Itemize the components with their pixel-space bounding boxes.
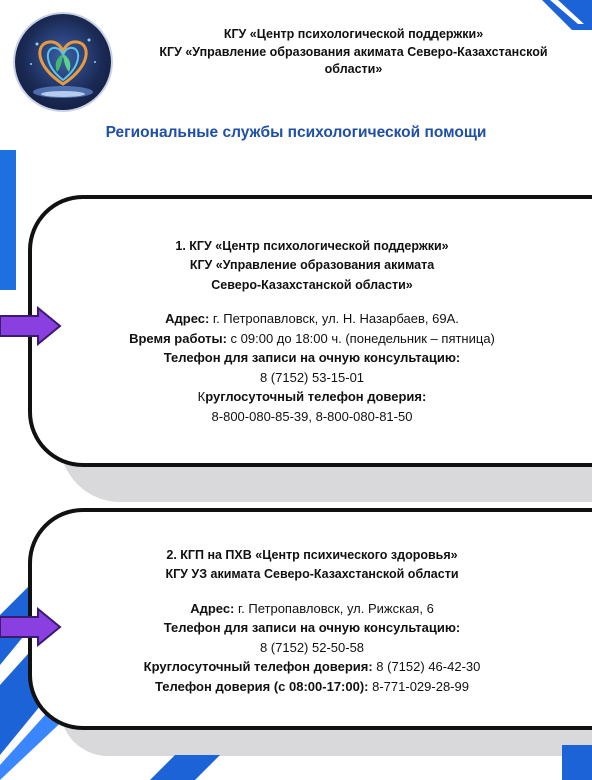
arrow-right-icon: [0, 607, 62, 647]
card-1-title-line-2: КГУ «Управление образования акимата: [189, 258, 435, 273]
address-label: Адрес:: [165, 311, 210, 327]
service-card-2: 2. КГП на ПХВ «Центр психического здоров…: [28, 508, 592, 730]
section-title: Региональные службы психологической помо…: [105, 124, 487, 141]
arrow-right-icon: [0, 306, 62, 346]
address-value: г. Петропавловск, ул. Н. Назарбаев, 69А.: [209, 311, 459, 327]
decor-blue-corner-top-right: [542, 0, 592, 30]
card-2-phone-label: Телефон для записи на очную консультацию…: [163, 620, 461, 636]
card-1-phone-value: 8 (7152) 53-15-01: [259, 369, 365, 385]
address-value: г. Петропавловск, ул. Рижская, 6: [234, 600, 434, 616]
hotline-label: Круглосуточный телефон доверия:: [143, 659, 373, 675]
hotline-value: 8 (7152) 46-42-30: [372, 659, 481, 675]
service-card-1: 1. КГУ «Центр психологической поддержки»…: [28, 195, 592, 467]
card-2-hotline: Круглосуточный телефон доверия: 8 (7152)…: [32, 657, 592, 677]
logo: [15, 14, 111, 110]
card-2-title-line-2: КГУ УЗ акимата Северо-Казахстанской обла…: [165, 567, 459, 582]
header-line-1: КГУ «Центр психологической поддержки»: [223, 27, 484, 41]
card-1-phone-label: Телефон для записи на очную консультацию…: [163, 350, 461, 366]
card-2-address: Адрес: г. Петропавловск, ул. Рижская, 6: [32, 599, 592, 619]
address-label: Адрес:: [190, 600, 235, 616]
card-1-hotline-value: 8-800-080-85-39, 8-800-080-81-50: [211, 408, 413, 424]
header-line-3: области»: [324, 62, 383, 76]
card-2-title-line-1: 2. КГП на ПХВ «Центр психического здоров…: [166, 548, 458, 562]
card-2-phone-value: 8 (7152) 52-50-58: [259, 639, 365, 655]
card-2-title: 2. КГП на ПХВ «Центр психического здоров…: [32, 546, 592, 585]
card-1-address: Адрес: г. Петропавловск, ул. Н. Назарбае…: [32, 309, 592, 329]
trust-value: 8-771-029-28-99: [368, 678, 469, 694]
hours-label: Время работы:: [129, 330, 227, 346]
card-1-hotline-label: Круглосуточный телефон доверия:: [32, 387, 592, 407]
decor-blue-strip-bottom: [150, 755, 220, 780]
hours-value: с 09:00 до 18:00 ч. (понедельник – пятни…: [226, 330, 495, 346]
heart-leaf-logo-icon: [30, 38, 96, 98]
header-organization: КГУ «Центр психологической поддержки» КГ…: [115, 26, 592, 79]
hotline-label-text: руглосуточный телефон доверия:: [205, 389, 427, 405]
card-2-trust-line: Телефон доверия (с 08:00-17:00): 8-771-0…: [32, 677, 592, 697]
decor-blue-bar-left: [0, 150, 16, 290]
trust-label: Телефон доверия (с 08:00-17:00):: [155, 678, 369, 694]
card-1-title-line-3: Северо-Казахстанской области»: [211, 277, 413, 292]
hotline-prefix: К: [197, 389, 206, 405]
decor-blue-block-bottom-right: [562, 745, 592, 780]
card-1-title: 1. КГУ «Центр психологической поддержки»…: [32, 237, 592, 295]
header-line-2: КГУ «Управление образования акимата Севе…: [159, 44, 548, 59]
card-1-title-line-1: 1. КГУ «Центр психологической поддержки»: [175, 239, 449, 253]
card-1-hours: Время работы: с 09:00 до 18:00 ч. (понед…: [32, 329, 592, 349]
